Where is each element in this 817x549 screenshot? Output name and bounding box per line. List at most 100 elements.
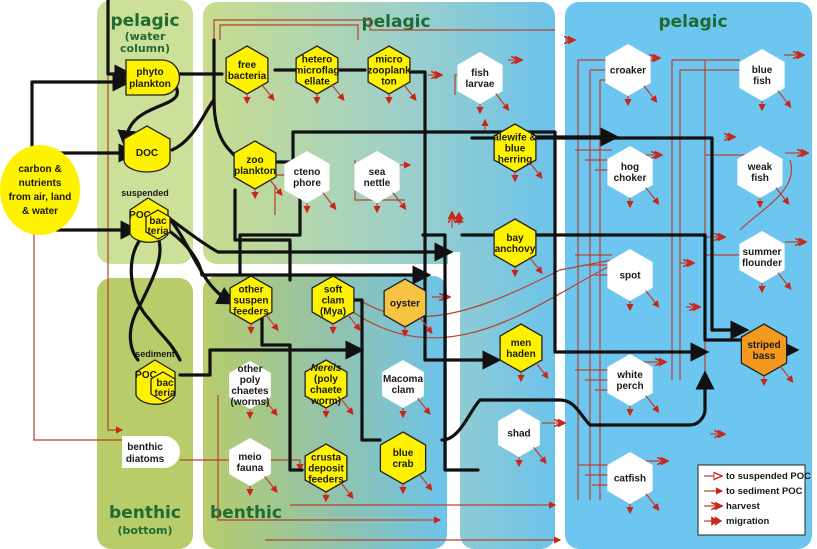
node-label: spot xyxy=(619,271,641,282)
node-label: other xyxy=(238,364,263,375)
node-label: fauna xyxy=(237,463,264,474)
node-label: crab xyxy=(392,459,413,470)
node-label: clam xyxy=(392,385,415,396)
to-suspended-poc-arrow-icon xyxy=(535,362,549,379)
node-label: crusta xyxy=(311,453,341,464)
node-label: bay xyxy=(506,233,524,244)
zone-title-mid-benthic: benthic xyxy=(210,503,282,523)
to-suspended-poc-arrow-icon xyxy=(392,192,407,210)
node-label: clam xyxy=(322,296,345,307)
node-label: (Mya) xyxy=(320,307,346,318)
node-label: suspen xyxy=(233,296,268,307)
node-phytoplankton[interactable]: phyto plankton xyxy=(125,59,181,96)
node-doc[interactable]: DOC xyxy=(123,125,171,173)
node-label: Nereis xyxy=(311,363,342,374)
node-label: striped xyxy=(747,340,780,351)
hexagon-shape xyxy=(739,49,785,101)
to-suspended-poc-arrow-icon xyxy=(529,162,543,179)
zone-left-benthic xyxy=(97,278,193,549)
legend: to suspended POC to sediment POC harvest… xyxy=(697,464,811,536)
node-shad[interactable]: shad xyxy=(498,409,547,468)
node-label: blue xyxy=(752,65,773,76)
red-flow-lines xyxy=(33,0,793,544)
svg-text:diatoms: diatoms xyxy=(126,454,165,465)
node-label: hetero xyxy=(302,55,333,66)
to-suspended-poc-arrow-icon xyxy=(403,84,417,101)
to-suspended-poc-arrow-icon xyxy=(322,192,337,210)
to-suspended-poc-arrow-icon xyxy=(643,85,658,103)
svg-text:from air, land: from air, land xyxy=(9,192,72,203)
to-suspended-poc-arrow-icon xyxy=(264,399,278,416)
node-spot[interactable]: spot xyxy=(607,249,660,312)
node-label: haden xyxy=(506,349,535,360)
zone-subtitle-left-pelagic-2: column) xyxy=(120,42,170,55)
legend-label-sediment-poc: to sediment POC xyxy=(726,486,803,497)
node-label: larvae xyxy=(466,79,495,90)
node-label: summer xyxy=(743,247,782,258)
svg-text:& water: & water xyxy=(22,206,58,217)
zone-title-left-pelagic: pelagic xyxy=(110,11,179,31)
node-label: Macoma xyxy=(383,374,423,385)
label-suspended: suspended xyxy=(121,188,169,198)
node-label: fish xyxy=(753,76,771,87)
hexagon-shape xyxy=(457,52,503,104)
node-catfish[interactable]: catfish xyxy=(607,452,660,515)
hexagon-shape xyxy=(498,409,540,457)
svg-text:bac: bac xyxy=(156,378,174,389)
node-label: white xyxy=(616,370,643,381)
svg-text:POC: POC xyxy=(129,210,151,221)
node-croaker[interactable]: croaker xyxy=(605,44,658,107)
node-oyster[interactable]: oyster xyxy=(383,278,433,338)
node-benthic-diatoms[interactable]: benthic diatoms xyxy=(122,436,180,468)
zone-title-right-pelagic: pelagic xyxy=(658,12,727,32)
to-suspended-poc-arrow-icon xyxy=(269,179,283,196)
hexagon-shape xyxy=(607,146,653,198)
node-label: bass xyxy=(753,351,776,362)
svg-text:POC: POC xyxy=(135,370,157,381)
svg-text:benthic: benthic xyxy=(127,442,163,453)
node-suspended-bacteria[interactable]: bac teria xyxy=(145,209,171,240)
hexagon-shape xyxy=(229,438,271,486)
to-suspended-poc-arrow-icon xyxy=(777,272,792,290)
node-label: blue xyxy=(393,448,414,459)
node-label: microflag xyxy=(294,66,339,77)
node-label: worm) xyxy=(310,396,341,407)
to-suspended-poc-arrow-icon xyxy=(645,290,660,308)
hexagon-shape xyxy=(605,44,651,96)
node-label: bacteria xyxy=(228,71,267,82)
node-sediment-bacteria[interactable]: bac teria xyxy=(150,371,176,402)
svg-text:DOC: DOC xyxy=(136,148,158,159)
node-label: perch xyxy=(616,381,643,392)
to-suspended-poc-arrow-icon xyxy=(340,482,354,499)
node-label: hog xyxy=(621,162,639,173)
node-label: oyster xyxy=(390,299,420,310)
legend-label-harvest: harvest xyxy=(726,501,761,512)
node-label: (worms) xyxy=(231,397,270,408)
to-suspended-poc-arrow-icon xyxy=(331,84,345,101)
